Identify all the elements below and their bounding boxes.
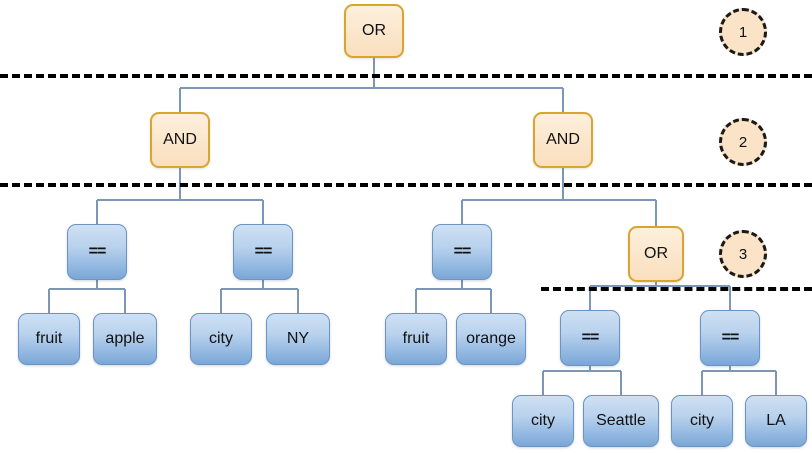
tree-node-or-nested[interactable]: OR — [628, 226, 684, 282]
tree-node-eq-1[interactable]: == — [67, 224, 127, 280]
edge-drop-leaf-city-3 — [701, 371, 703, 395]
tree-node-leaf-apple[interactable]: apple — [93, 313, 157, 365]
edge-bus-eq-1 — [49, 288, 125, 290]
tree-node-leaf-seattle[interactable]: Seattle — [583, 395, 659, 447]
tree-node-leaf-city-2[interactable]: city — [512, 395, 574, 447]
edge-stem-eq-2 — [262, 280, 264, 289]
edge-bus-or-nested — [590, 285, 730, 287]
edge-bus-eq-5 — [702, 370, 776, 372]
tree-node-and-right[interactable]: AND — [533, 112, 593, 168]
tree-node-and-left[interactable]: AND — [150, 112, 210, 168]
tree-node-eq-3[interactable]: == — [432, 224, 492, 280]
edge-stem-eq-3 — [461, 280, 463, 289]
edge-drop-leaf-city-1 — [220, 289, 222, 313]
edge-bus-and-left — [97, 199, 263, 201]
tree-node-leaf-fruit-1[interactable]: fruit — [18, 313, 80, 365]
tree-node-leaf-orange[interactable]: orange — [456, 313, 526, 365]
level-badge-1: 1 — [719, 8, 767, 56]
separator-level-3 — [541, 287, 812, 291]
edge-drop-leaf-orange — [490, 289, 492, 313]
edge-stem-or-nested — [655, 282, 657, 286]
tree-node-eq-5[interactable]: == — [700, 310, 760, 366]
edge-drop-leaf-seattle — [620, 371, 622, 395]
edge-drop-leaf-apple — [124, 289, 126, 313]
edge-drop-eq-4 — [589, 286, 591, 310]
level-badge-3: 3 — [719, 230, 767, 278]
edge-stem-eq-4 — [589, 366, 591, 371]
edge-drop-leaf-fruit-1 — [48, 289, 50, 313]
tree-node-eq-2[interactable]: == — [233, 224, 293, 280]
tree-node-leaf-fruit-2[interactable]: fruit — [385, 313, 447, 365]
edge-drop-eq-5 — [729, 286, 731, 310]
tree-node-leaf-city-1[interactable]: city — [190, 313, 252, 365]
edge-bus-eq-2 — [221, 288, 298, 290]
edge-drop-or-nested — [655, 200, 657, 226]
tree-node-leaf-ny[interactable]: NY — [266, 313, 330, 365]
edge-drop-leaf-la — [775, 371, 777, 395]
tree-node-leaf-city-3[interactable]: city — [671, 395, 733, 447]
separator-level-1 — [0, 74, 812, 78]
separator-level-2 — [0, 183, 812, 187]
tree-node-root-or[interactable]: OR — [344, 4, 404, 58]
edge-drop-eq-1 — [96, 200, 98, 224]
edge-bus-and-right — [462, 199, 656, 201]
edge-drop-leaf-city-2 — [542, 371, 544, 395]
edge-drop-and-right — [562, 88, 564, 112]
edge-bus-root-or — [180, 87, 563, 89]
edge-stem-eq-1 — [96, 280, 98, 289]
edge-bus-eq-4 — [543, 370, 621, 372]
level-badge-2: 2 — [719, 118, 767, 166]
edge-stem-eq-5 — [729, 366, 731, 371]
edge-drop-eq-3 — [461, 200, 463, 224]
tree-node-eq-4[interactable]: == — [560, 310, 620, 366]
edge-drop-leaf-ny — [297, 289, 299, 313]
tree-node-leaf-la[interactable]: LA — [745, 395, 807, 447]
edge-stem-root-or — [373, 58, 375, 88]
edge-drop-leaf-fruit-2 — [415, 289, 417, 313]
edge-bus-eq-3 — [416, 288, 491, 290]
edge-drop-and-left — [179, 88, 181, 112]
edge-drop-eq-2 — [262, 200, 264, 224]
